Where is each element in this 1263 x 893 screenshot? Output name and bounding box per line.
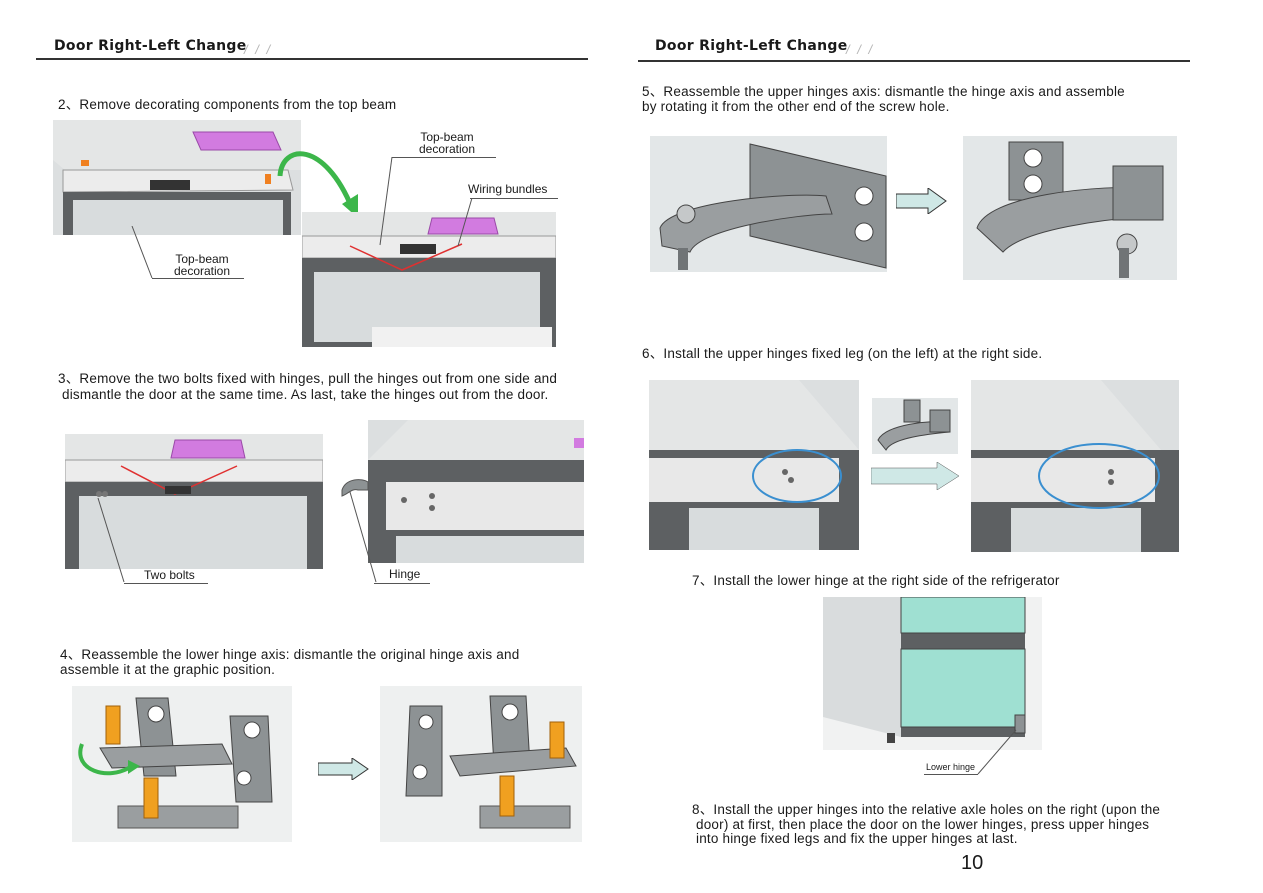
right-section-title: Door Right-Left Change (655, 38, 848, 54)
left-section-title: Door Right-Left Change (54, 38, 247, 54)
step-3-photo-hinge (368, 420, 584, 563)
leader-diag-wiring (457, 198, 473, 247)
step-7-photo-fridge (823, 597, 1042, 750)
step-2-text: 2、Remove decorating components from the … (58, 97, 397, 112)
label-lower-hinge: Lower hinge (926, 762, 976, 772)
step-3-text-line2: dismantle the door at the same time. As … (62, 387, 549, 402)
step-7-text: 7、Install the lower hinge at the right s… (692, 573, 1060, 588)
step-3-photo-cabinet (65, 434, 323, 569)
right-header-rule (638, 60, 1190, 62)
left-header-rule (36, 58, 588, 60)
leader-line-top-beam-top (392, 157, 496, 158)
step-6-hinge-small (872, 398, 958, 454)
leader-diag-two-bolts (97, 498, 125, 583)
page-number: 10 (961, 852, 984, 874)
step-5-text-line2: by rotating it from the other end of the… (642, 99, 950, 114)
step-5-hinge-before (650, 136, 887, 272)
right-title-decoration: / / / (846, 42, 875, 57)
step-5-text-line1: 5、Reassemble the upper hinges axis: dism… (642, 84, 1125, 99)
step-3-text-line1: 3、Remove the two bolts fixed with hinges… (58, 371, 558, 386)
step-8-text-line3: into hinge fixed legs and fix the upper … (696, 831, 1018, 846)
step-6-text: 6、Install the upper hinges fixed leg (on… (642, 346, 1043, 361)
leader-line-hinge (374, 583, 430, 584)
step-5-arrow (896, 188, 947, 214)
step-6-photo-before (649, 380, 859, 550)
step-2-photo-before (53, 120, 301, 235)
step-4-hinge-after (380, 686, 582, 842)
label-two-bolts: Two bolts (144, 568, 195, 582)
step-6-arrow (871, 462, 960, 490)
leader-diag-hinge (349, 492, 377, 583)
step-4-hinge-before (72, 686, 292, 842)
step-4-arrow (318, 758, 369, 780)
step-8-text-line2: door) at first, then place the door on t… (696, 817, 1150, 832)
leader-line-top-beam-bottom (152, 278, 244, 279)
leader-line-two-bolts (124, 583, 208, 584)
left-title-decoration: / / / (244, 42, 273, 57)
step-5-hinge-after (963, 136, 1177, 280)
detached-hinge-small (341, 479, 369, 497)
step-4-text-line2: assemble it at the graphic position. (60, 662, 276, 677)
green-curved-arrow (277, 151, 358, 218)
leader-line-wiring (470, 198, 558, 199)
step-6-photo-after (971, 380, 1179, 552)
label-wiring-bundles: Wiring bundles (468, 182, 548, 196)
step-4-text-line1: 4、Reassemble the lower hinge axis: disma… (60, 647, 520, 662)
step-2-photo-after (302, 212, 556, 347)
label-top-beam-decoration-bottom: Top-beam decoration (173, 252, 231, 278)
leader-line-lower-hinge (924, 774, 978, 775)
leader-diag-top-beam-top (379, 157, 393, 246)
leader-diag-top-beam-bottom (131, 226, 153, 279)
label-top-beam-decoration-top: Top-beam decoration (418, 130, 476, 156)
label-hinge: Hinge (389, 567, 421, 581)
leader-diag-lower-hinge (977, 729, 1017, 775)
step-8-text-line1: 8、Install the upper hinges into the rela… (692, 802, 1161, 817)
